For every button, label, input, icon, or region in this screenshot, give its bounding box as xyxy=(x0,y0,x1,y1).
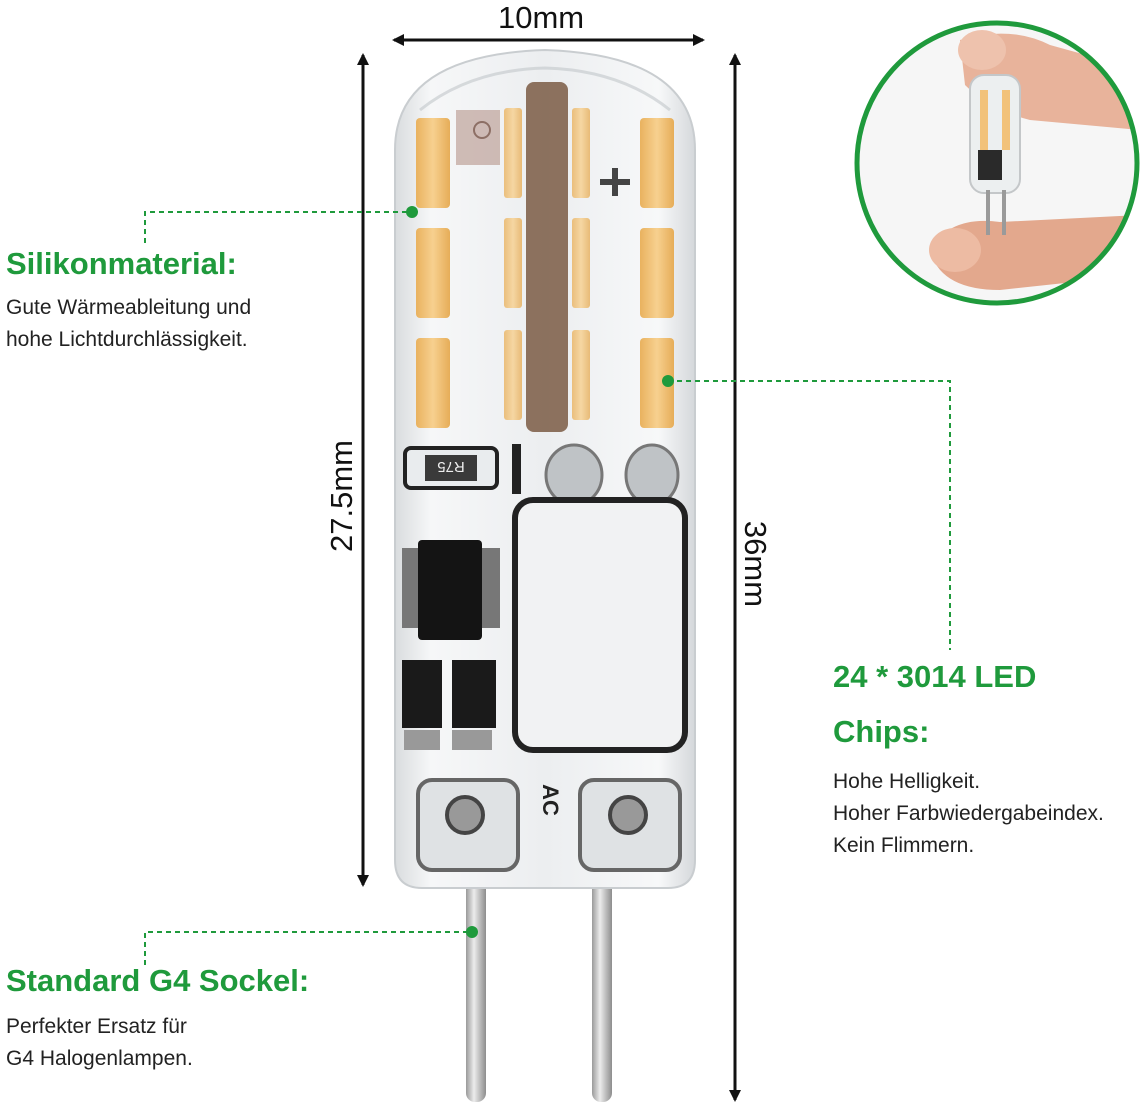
resistor-label: R75 xyxy=(437,458,465,475)
pin-left xyxy=(466,870,486,1102)
pcb-center-strip xyxy=(526,82,568,432)
terminal-screw xyxy=(445,795,485,835)
ic-chip xyxy=(402,540,500,640)
led-chip xyxy=(504,108,522,198)
socket-line-2: G4 Halogenlampen. xyxy=(6,1047,193,1070)
top-dome-highlight xyxy=(419,66,671,112)
chips-title-line-2: Chips: xyxy=(833,714,930,749)
led-chip xyxy=(572,108,590,198)
chips-line-1: Hohe Helligkeit. xyxy=(833,770,981,793)
dot-silicone xyxy=(406,206,418,218)
g4-pins xyxy=(466,870,612,1102)
led-chip xyxy=(504,218,522,308)
leader-silicone xyxy=(144,211,412,243)
diodes xyxy=(402,660,496,750)
width-dimension-label: 10mm xyxy=(498,0,585,35)
led-chip xyxy=(504,330,522,420)
fingers-holding-bulb-icon xyxy=(857,23,1137,303)
silicone-title: Silikonmaterial: xyxy=(6,246,237,281)
dot-chips xyxy=(662,375,674,387)
rectifier-block xyxy=(512,497,688,753)
silicone-line-2: hohe Lichtdurchlässigkeit. xyxy=(6,328,248,351)
chips-title-line-1: 24 * 3014 LED xyxy=(833,659,1037,694)
ac-mark: AC xyxy=(538,784,563,816)
inset-photo xyxy=(854,20,1140,306)
chips-line-3: Kein Flimmern. xyxy=(833,834,975,857)
led-chip xyxy=(416,228,450,318)
socket-title: Standard G4 Sockel: xyxy=(6,963,310,998)
led-chip xyxy=(640,338,674,428)
pin-right xyxy=(592,870,612,1102)
callout-dots xyxy=(406,206,674,938)
terminal-screw xyxy=(608,795,648,835)
dot-socket xyxy=(466,926,478,938)
leader-socket xyxy=(144,931,472,965)
bulb-body: R75 AC xyxy=(394,48,696,889)
pcb-marking-bar xyxy=(512,444,521,494)
leader-chips xyxy=(668,380,951,650)
led-chips xyxy=(416,108,674,428)
chips-line-2: Hoher Farbwiedergabeindex. xyxy=(833,802,1104,825)
led-chip xyxy=(640,118,674,208)
solder-joint xyxy=(624,443,680,507)
body-height-dimension-label: 27.5mm xyxy=(324,440,359,552)
total-height-dimension-label: 36mm xyxy=(738,520,773,608)
led-chip xyxy=(572,330,590,420)
plus-marking-icon xyxy=(600,168,630,196)
led-chip xyxy=(416,338,450,428)
dimension-lines xyxy=(357,34,741,1102)
socket-line-1: Perfekter Ersatz für xyxy=(6,1015,187,1038)
callout-leaders xyxy=(144,211,951,965)
resistor: R75 xyxy=(403,446,499,490)
solder-joint xyxy=(544,443,604,507)
silicone-line-1: Gute Wärmeableitung und xyxy=(6,296,252,319)
pcb-hole xyxy=(473,121,491,139)
led-chip xyxy=(640,228,674,318)
led-chip xyxy=(416,118,450,208)
led-chip xyxy=(572,218,590,308)
